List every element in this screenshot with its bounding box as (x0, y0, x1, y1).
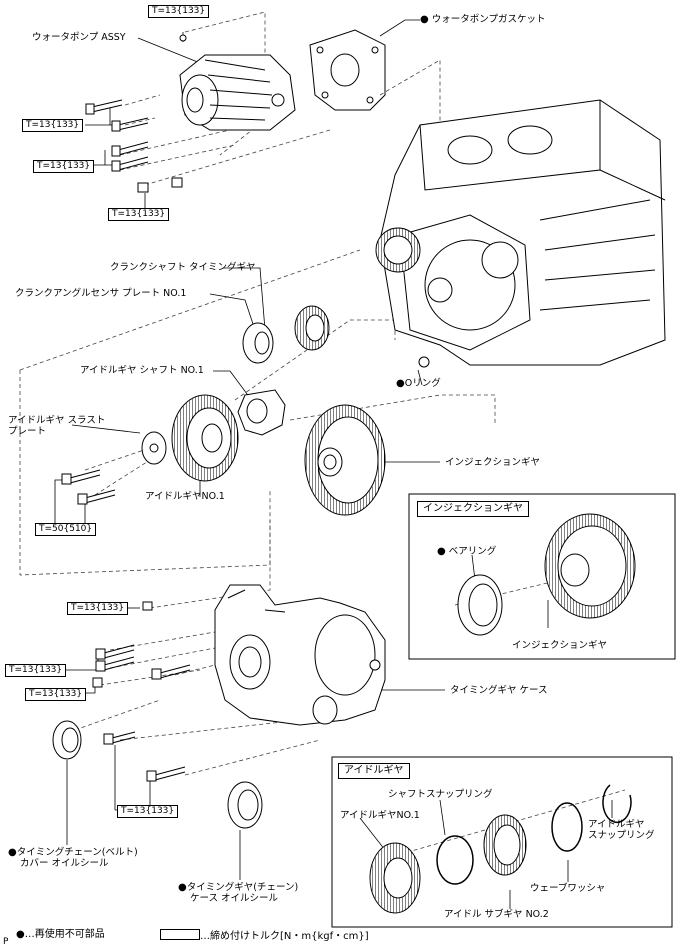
non-reusable-marker: ● (16, 929, 25, 940)
label-idle-gear-shaft: アイドルギヤ シャフト NO.1 (80, 365, 204, 376)
inset-idle-gear-snap-ring-label: アイドルギヤ スナップリング (588, 819, 655, 841)
non-reusable-marker: ● (178, 882, 187, 893)
label-timing-chain-cover-oil-seal: ●タイミングチェーン(ベルト) カバー オイルシール (8, 847, 138, 869)
torque-box-timing-case-left-2: T=13{133} (25, 688, 87, 701)
non-reusable-marker: ● (420, 14, 429, 25)
label-crank-angle-sensor-plate: クランクアングルセンサ プレート NO.1 (15, 288, 187, 299)
label-water-pump-gasket-text: ウォータポンプガスケット (431, 14, 546, 25)
inset-injection-gear-label: インジェクションギヤ (512, 640, 608, 651)
label-timing-gear-case-oil-seal-text: タイミングギヤ(チェーン) (186, 882, 299, 893)
torque-box-timing-case-top: T=13{133} (67, 602, 129, 615)
label-timing-chain-cover-oil-seal-line2: カバー オイルシール (20, 858, 109, 869)
inset-idle-gear-title: アイドルギヤ (338, 763, 410, 779)
non-reusable-marker: ● (437, 546, 446, 557)
torque-box-timing-case-bottom: T=13{133} (117, 805, 179, 818)
label-timing-chain-cover-oil-seal-text: タイミングチェーン(ベルト) (16, 847, 138, 858)
label-o-ring-text: Oリング (404, 378, 441, 389)
inset-injection-gear-title: インジェクションギヤ (417, 501, 529, 517)
label-crankshaft-timing-gear: クランクシャフト タイミングギヤ (110, 262, 256, 273)
label-idle-gear-thrust-plate: アイドルギヤ スラスト プレート (8, 415, 105, 437)
label-timing-gear-case-oil-seal-line2: ケース オイルシール (190, 893, 279, 904)
label-idle-gear-thrust-plate-line1: アイドルギヤ スラスト (8, 415, 106, 426)
torque-box-timing-case-left-1: T=13{133} (5, 664, 67, 677)
label-water-pump-gasket: ● ウォータポンプガスケット (420, 14, 545, 25)
torque-box-water-pump-left-1: T=13{133} (22, 119, 84, 132)
legend-torque: …締め付けトルク[N・m{kgf・cm}] (160, 929, 369, 943)
inset-wave-washer-label: ウェーブワッシャ (530, 883, 606, 894)
label-idle-gear-no1: アイドルギヤNO.1 (145, 491, 225, 502)
label-timing-gear-case-oil-seal-line1: ●タイミングギヤ(チェーン) (178, 882, 298, 893)
torque-box-water-pump-nuts: T=13{133} (108, 208, 170, 221)
inset-injection-bearing-label: ● ベアリング (437, 546, 496, 557)
corner-mark: P (3, 937, 9, 947)
inset-idle-gear-snap-ring-line1: アイドルギヤ (588, 819, 645, 830)
torque-box-water-pump-left-2: T=13{133} (33, 160, 95, 173)
label-injection-gear: インジェクションギヤ (445, 457, 541, 468)
torque-box-water-pump-top: T=13{133} (148, 5, 210, 18)
inset-idle-gear-no1-label: アイドルギヤNO.1 (340, 810, 420, 821)
non-reusable-marker: ● (396, 378, 405, 389)
legend-non-reusable: ●…再使用不可部品 (16, 929, 105, 941)
inset-idle-shaft-snap-ring-label: シャフトスナップリング (388, 789, 493, 800)
label-timing-gear-case: タイミングギヤ ケース (450, 685, 548, 696)
label-idle-gear-thrust-plate-line2: プレート (8, 426, 47, 437)
non-reusable-marker: ● (8, 847, 17, 858)
inset-idle-gear-snap-ring-line2: スナップリング (588, 830, 655, 841)
label-water-pump-assy: ウォータポンプ ASSY (32, 32, 126, 43)
legend-torque-text: …締め付けトルク[N・m{kgf・cm}] (200, 931, 369, 942)
inset-idle-sub-gear-label: アイドル サブギヤ NO.2 (444, 909, 549, 920)
label-o-ring: ●Oリング (396, 378, 441, 389)
torque-box-idle-gear-bolts: T=50{510} (35, 523, 97, 536)
legend-non-reusable-text: …再使用不可部品 (24, 929, 105, 940)
inset-injection-bearing-text: ベアリング (448, 546, 497, 557)
label-timing-gear-case-oil-seal: ●タイミングギヤ(チェーン) ケース オイルシール (178, 882, 298, 904)
label-timing-chain-cover-oil-seal-line1: ●タイミングチェーン(ベルト) (8, 847, 138, 858)
legend-torque-box (160, 929, 200, 940)
